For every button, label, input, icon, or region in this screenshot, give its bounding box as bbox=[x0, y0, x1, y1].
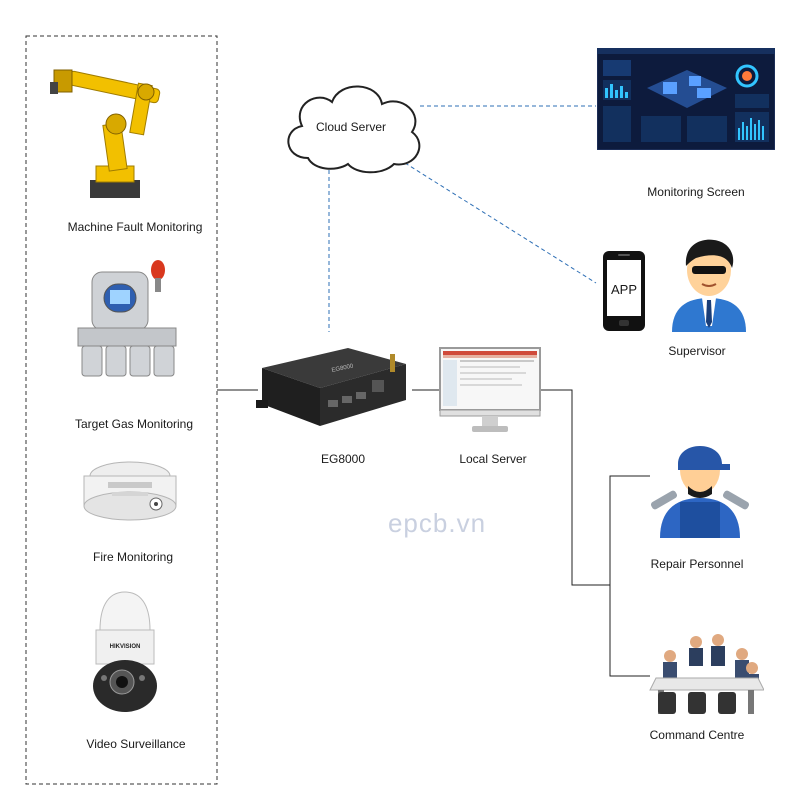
supervisor-label: Supervisor bbox=[668, 344, 726, 358]
app-label: APP bbox=[610, 282, 638, 297]
server-to-personnel-link bbox=[540, 389, 610, 586]
cloud-server-label: Cloud Server bbox=[315, 120, 387, 134]
command-centre-label: Command Centre bbox=[649, 728, 745, 742]
industrial-robot-arm-icon bbox=[50, 69, 161, 198]
cloud-to-phone-link bbox=[404, 162, 597, 284]
smoke-detector-icon bbox=[83, 461, 177, 521]
svg-text:EG8000: EG8000 bbox=[331, 363, 354, 374]
svg-text:HIKVISION: HIKVISION bbox=[110, 644, 141, 650]
cloud-icon bbox=[287, 85, 421, 174]
monitoring-screen-label: Monitoring Screen bbox=[647, 185, 745, 199]
gas-detector-icon bbox=[77, 260, 177, 377]
target-gas-label: Target Gas Monitoring bbox=[74, 417, 194, 431]
fire-label: Fire Monitoring bbox=[92, 550, 174, 564]
machine-fault-label: Machine Fault Monitoring bbox=[67, 220, 203, 234]
gateway-router-icon: EG8000 bbox=[256, 348, 406, 426]
repair-personnel-label: Repair Personnel bbox=[650, 557, 744, 571]
monitor-icon bbox=[439, 347, 541, 432]
supervisor-person-icon bbox=[672, 239, 746, 332]
watermark-text: epcb.vn bbox=[387, 508, 487, 538]
video-label: Video Surveillance bbox=[86, 737, 186, 751]
repair-worker-icon bbox=[650, 446, 750, 538]
ptz-camera-icon: HIKVISION bbox=[93, 591, 157, 712]
dashboard-screen-icon bbox=[597, 48, 775, 150]
meeting-table-icon bbox=[649, 634, 764, 714]
smartphone-icon bbox=[603, 251, 645, 331]
personnel-branch bbox=[609, 475, 650, 677]
gateway-label: EG8000 bbox=[320, 452, 366, 466]
local-server-label: Local Server bbox=[459, 452, 527, 466]
